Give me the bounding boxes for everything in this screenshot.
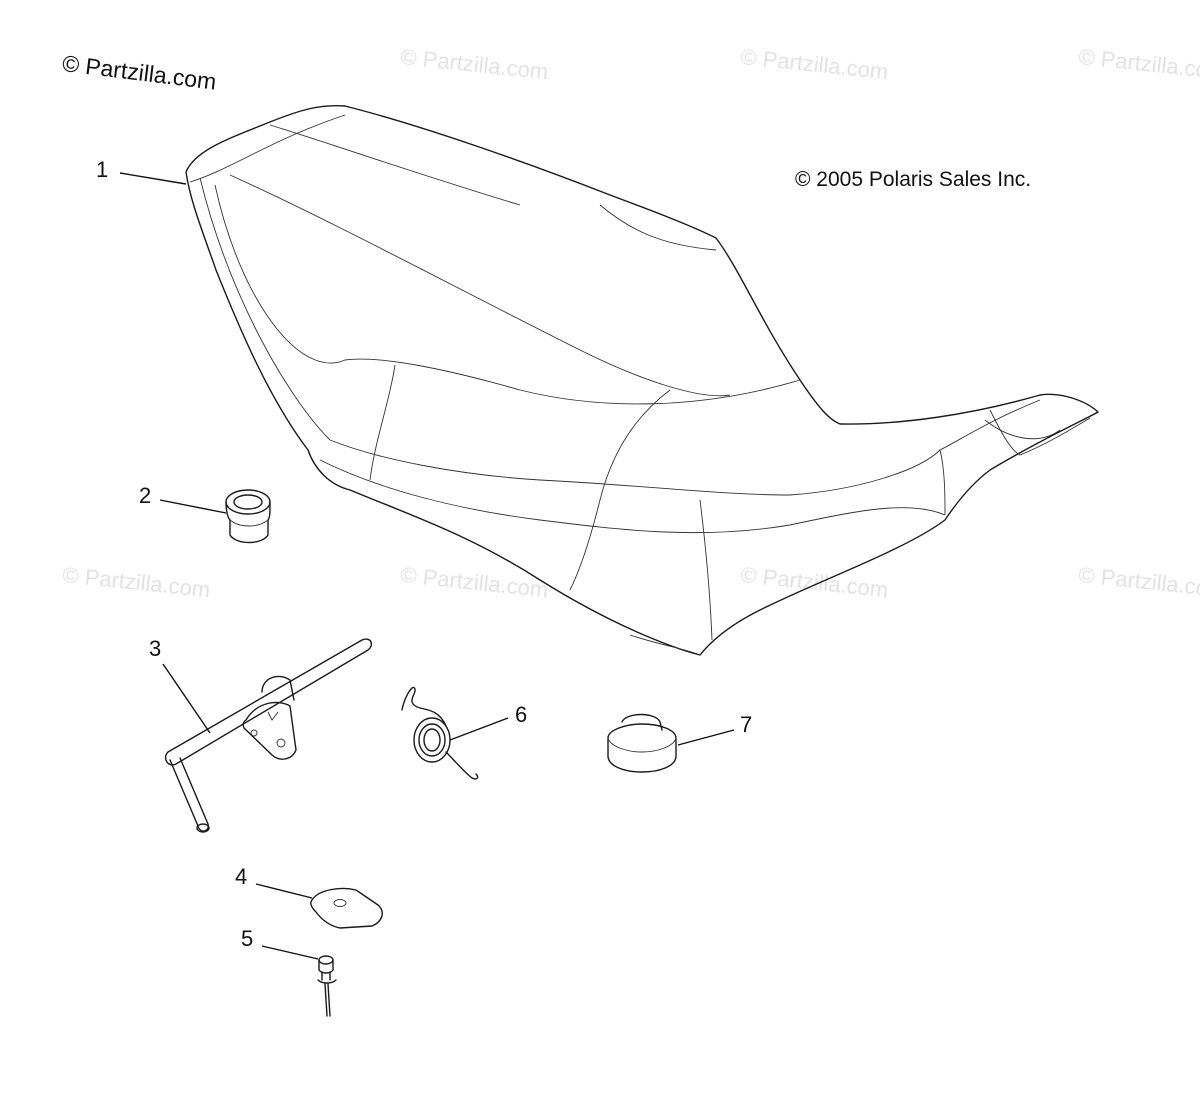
callout-3: 3 <box>149 636 162 661</box>
bumper-part-7 <box>607 713 677 773</box>
copyright-notice: © 2005 Polaris Sales Inc. <box>795 168 1032 191</box>
rivet-part-5 <box>317 955 337 1017</box>
callout-6: 6 <box>515 702 528 727</box>
plate-part-4 <box>310 887 383 929</box>
callout-4: 4 <box>235 864 248 889</box>
leader-lines <box>119 172 735 960</box>
grommet-part-2 <box>225 489 271 544</box>
seat-part-1 <box>185 104 1099 656</box>
latch-rod-part-3 <box>164 638 373 833</box>
callout-5: 5 <box>241 926 254 951</box>
callout-7: 7 <box>740 712 753 737</box>
callout-1: 1 <box>96 157 109 182</box>
callout-2: 2 <box>139 483 152 508</box>
